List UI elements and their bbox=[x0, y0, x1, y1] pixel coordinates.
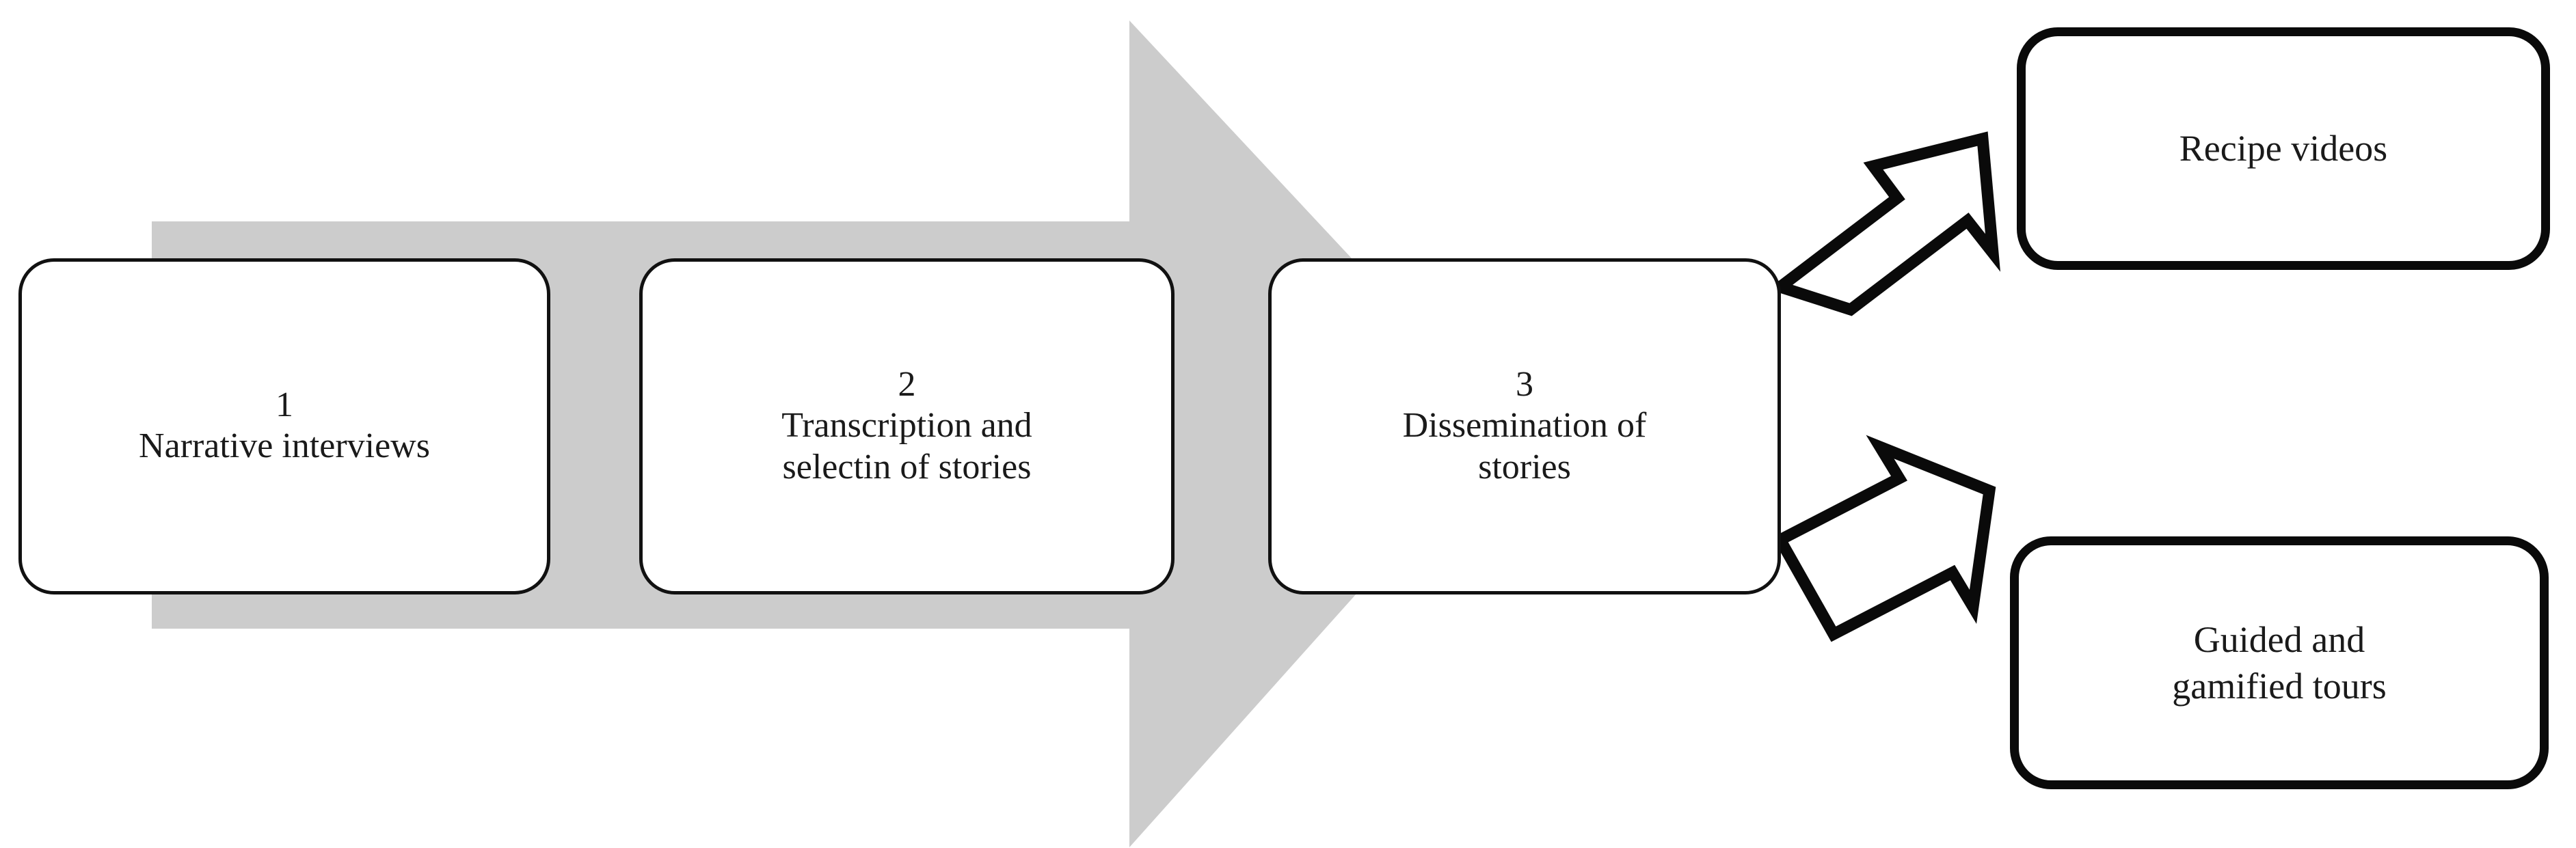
stage-box-1[interactable]: 1 Narrative interviews bbox=[18, 258, 550, 594]
stage-label-2-line1: Transcription and bbox=[781, 405, 1032, 445]
stage-number-1: 1 bbox=[276, 385, 293, 425]
arrow-to-guided-tours-icon bbox=[1772, 435, 1996, 642]
output-label-guided-tours-line2: gamified tours bbox=[2172, 666, 2387, 707]
stage-box-2[interactable]: 2 Transcription and selectin of stories bbox=[639, 258, 1175, 594]
stage-label-2-line2: selectin of stories bbox=[782, 448, 1032, 487]
stage-box-3[interactable]: 3 Dissemination of stories bbox=[1268, 258, 1781, 594]
stage-number-2: 2 bbox=[898, 364, 916, 404]
output-label-recipe-videos: Recipe videos bbox=[2179, 128, 2388, 169]
output-label-guided-tours-line1: Guided and bbox=[2193, 618, 2365, 660]
stage-label-3-line1: Dissemination of bbox=[1402, 405, 1647, 445]
output-box-recipe-videos[interactable]: Recipe videos bbox=[2017, 27, 2550, 270]
arrow-to-recipe-videos-icon bbox=[1767, 131, 2001, 316]
output-box-guided-tours[interactable]: Guided and gamified tours bbox=[2010, 536, 2549, 789]
stage-number-3: 3 bbox=[1516, 364, 1533, 404]
stage-label-3-line2: stories bbox=[1478, 448, 1571, 487]
stage-label-1-line1: Narrative interviews bbox=[139, 426, 430, 466]
